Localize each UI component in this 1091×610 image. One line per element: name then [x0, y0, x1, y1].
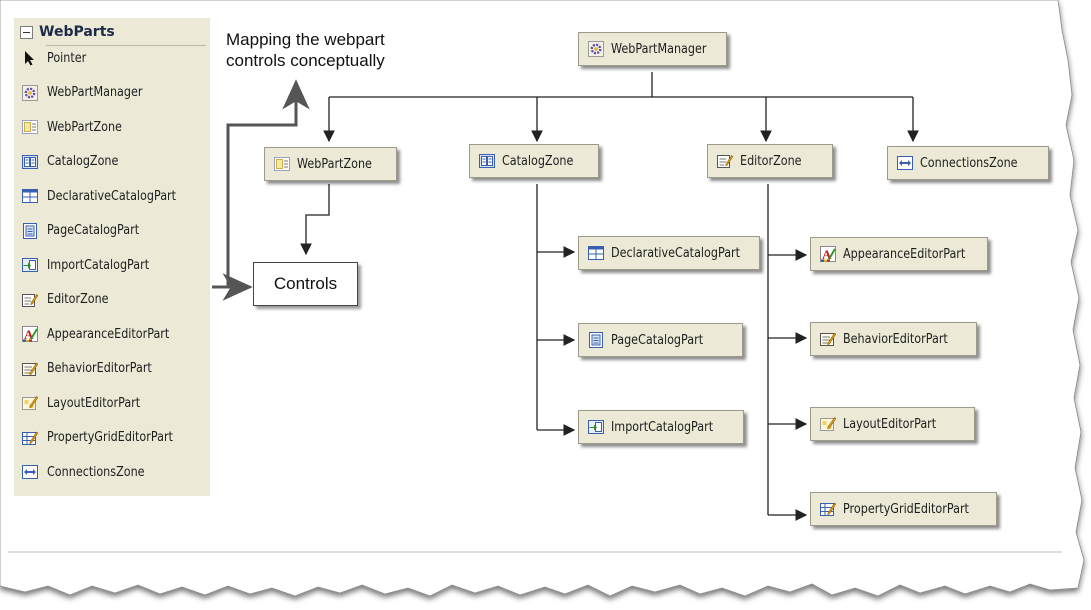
- toolbox-item-label: WebPartManager: [47, 85, 143, 100]
- toolbox-item-label: PageCatalogPart: [47, 223, 140, 238]
- behavioreditorpart-box: BehaviorEditorPart: [810, 322, 977, 356]
- toolbox-item-catalogzone[interactable]: CatalogZone: [22, 151, 130, 173]
- zone-icon: [274, 156, 290, 172]
- gear-icon: [22, 84, 38, 101]
- toolbox-item-label: Pointer: [47, 50, 87, 66]
- collapse-icon[interactable]: [20, 25, 33, 39]
- toolbox-item-webpartzone[interactable]: WebPartZone: [22, 116, 134, 138]
- catalog-icon: [22, 154, 38, 170]
- webpartmanager-box: WebPartManager: [578, 32, 727, 66]
- importcatalogpart-box: ImportCatalogPart: [578, 410, 744, 444]
- editor-icon: [22, 292, 39, 308]
- toolbox-item-webpartmanager[interactable]: WebPartManager: [22, 82, 158, 104]
- webpartzone-box: WebPartZone: [264, 147, 397, 181]
- propertygrideditorpart-box: PropertyGridEditorPart: [810, 492, 997, 526]
- pointer-icon: [22, 50, 38, 66]
- toolbox-item-label: EditorZone: [47, 292, 109, 307]
- toolbox-item-label: CatalogZone: [47, 154, 119, 169]
- page-icon: [22, 222, 38, 239]
- toolbox-item-label: ImportCatalogPart: [47, 257, 150, 273]
- catalogzone-box: CatalogZone: [469, 144, 599, 178]
- toolbox-header[interactable]: WebParts: [20, 22, 206, 46]
- appearanceeditorpart-box: A AppearanceEditorPart: [810, 237, 988, 271]
- connections-icon: [22, 464, 38, 480]
- layout-icon: [820, 416, 837, 432]
- toolbox-item-editorzone[interactable]: EditorZone: [22, 289, 119, 311]
- declarative-icon: [22, 188, 38, 204]
- import-icon: [22, 257, 38, 273]
- toolbox-item-label: BehaviorEditorPart: [47, 361, 152, 376]
- page-icon: [588, 332, 604, 348]
- toolbox-item-pointer[interactable]: Pointer: [22, 47, 93, 69]
- controls-box: Controls: [253, 262, 358, 306]
- toolbox-item-label: DeclarativeCatalogPart: [47, 188, 177, 204]
- propertygrid-icon: [820, 501, 837, 517]
- svg-text:A: A: [822, 247, 832, 262]
- catalog-icon: [479, 153, 495, 169]
- toolbox-item-label: AppearanceEditorPart: [47, 326, 170, 342]
- toolbox-item-label: LayoutEditorPart: [47, 395, 141, 411]
- gear-icon: [588, 41, 604, 57]
- editor-icon: [717, 153, 734, 169]
- layouteditorpart-box: LayoutEditorPart: [810, 407, 975, 441]
- editorzone-box: EditorZone: [707, 144, 833, 178]
- declarative-icon: [588, 245, 604, 261]
- propertygrid-icon: [22, 430, 39, 446]
- mapping-note: Mapping the webpart controls conceptuall…: [226, 30, 385, 70]
- toolbox-title: WebParts: [39, 24, 115, 40]
- toolbox-item-label: PropertyGridEditorPart: [47, 430, 173, 445]
- toolbox-item-propertygrideditorpart[interactable]: PropertyGridEditorPart: [22, 427, 193, 449]
- import-icon: [588, 419, 604, 435]
- pagecatalogpart-box: PageCatalogPart: [578, 323, 743, 357]
- connections-icon: [897, 155, 913, 171]
- declarativecatalogpart-box: DeclarativeCatalogPart: [578, 236, 760, 270]
- behavior-icon: [820, 331, 837, 347]
- zone-icon: [22, 119, 38, 135]
- toolbox-item-declarativecatalogpart[interactable]: DeclarativeCatalogPart: [22, 185, 197, 207]
- toolbox-item-label: ConnectionsZone: [47, 464, 145, 480]
- toolbox-item-label: WebPartZone: [47, 119, 122, 135]
- toolbox-item-appearanceeditorpart[interactable]: A AppearanceEditorPart: [22, 323, 189, 345]
- toolbox-item-layouteditorpart[interactable]: LayoutEditorPart: [22, 392, 155, 414]
- layout-icon: [22, 395, 39, 411]
- toolbox-item-connectionszone[interactable]: ConnectionsZone: [22, 461, 160, 483]
- toolbox-item-importcatalogpart[interactable]: ImportCatalogPart: [22, 254, 166, 276]
- toolbox-item-pagecatalogpart[interactable]: PageCatalogPart: [22, 220, 154, 242]
- connectionszone-box: ConnectionsZone: [887, 146, 1049, 180]
- appearance-icon: A: [22, 326, 38, 342]
- behavior-icon: [22, 361, 39, 377]
- toolbox-item-behavioreditorpart[interactable]: BehaviorEditorPart: [22, 358, 169, 380]
- appearance-icon: A: [820, 246, 836, 262]
- svg-text:A: A: [24, 327, 34, 342]
